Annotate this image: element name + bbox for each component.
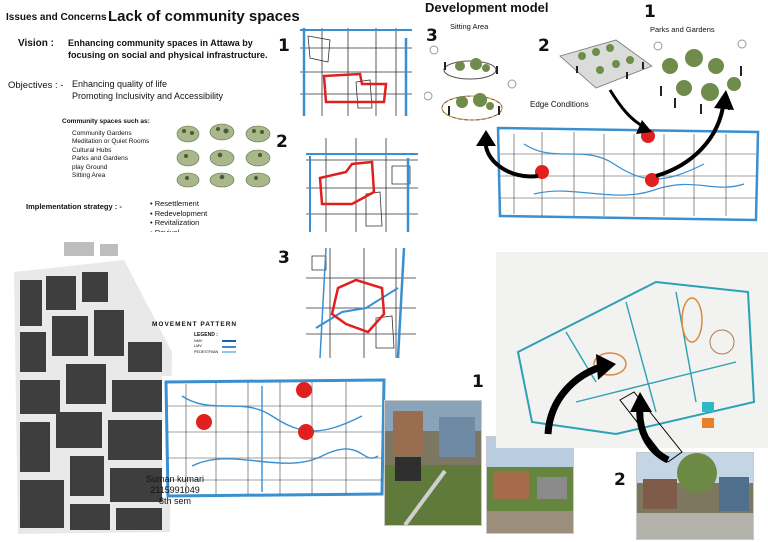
development-map [494, 124, 762, 224]
legend-title: LEGEND : [194, 332, 218, 338]
legend-swatch [222, 345, 236, 348]
site-number-1: 1 [278, 36, 290, 56]
legend-swatch [222, 351, 236, 354]
parks-gardens-label: Parks and Gardens [650, 25, 715, 34]
community-space-item: Parks and Gardens [72, 155, 129, 163]
implementation-label: Implementation strategy : - [26, 202, 122, 211]
sketch-arrows [544, 354, 683, 464]
objectives-list: Enhancing quality of life Promoting Incl… [72, 78, 223, 102]
site-map-3 [306, 248, 416, 358]
site-photo-2 [486, 436, 574, 534]
vision-text: Enhancing community spaces in Attawa by … [68, 38, 268, 60]
implementation-item: Resettlement [150, 199, 207, 209]
lack-title: Lack of community spaces [108, 8, 300, 25]
figure-ground-map [4, 232, 180, 536]
site-photo-1 [384, 400, 482, 526]
movement-pattern-title: MOVEMENT PATTERN [152, 321, 238, 328]
community-spaces-illustration [176, 123, 271, 188]
community-space-item: Community Gardens [72, 130, 132, 137]
student-semester: 8th sem [159, 496, 192, 506]
sitting-area-label: Sitting Area [450, 22, 489, 31]
site-number-3: 3 [278, 248, 290, 268]
community-space-item: play Ground [72, 163, 108, 171]
objectives-label: Objectives : - [8, 80, 64, 91]
dev-number-1: 1 [644, 2, 656, 22]
legend-row-lmv: LMV [180, 344, 236, 350]
site-map-2 [306, 138, 418, 232]
site-number-2: 2 [276, 132, 288, 152]
site-map-1 [300, 28, 412, 116]
implementation-item: Revitalization [150, 218, 207, 228]
community-space-item: Meditation or Quiet Rooms [72, 138, 150, 146]
parks-gardens-illustration [653, 39, 747, 114]
edge-conditions-illustration [559, 39, 653, 89]
legend-row-nmv: NMV [180, 339, 236, 345]
community-space-item: Cultural Hubs [72, 146, 112, 154]
implementation-item: Redevelopment [150, 209, 208, 219]
community-spaces-title: Community spaces such as: [62, 118, 150, 125]
credits: Suman kumari 2115991049 8th sem [146, 474, 204, 507]
dev-number-3: 3 [426, 26, 438, 46]
sketch-number-2: 2 [614, 470, 626, 490]
student-roll: 2115991049 [150, 485, 200, 495]
legend-swatch [222, 340, 236, 343]
edge-conditions-label: Edge Conditions [530, 100, 589, 109]
objective-item: Enhancing quality of life [72, 79, 168, 89]
student-name: Suman kumari [146, 474, 205, 484]
development-arrows [476, 89, 734, 179]
movement-map [162, 376, 388, 500]
sitting-area-illustration [424, 45, 517, 121]
site-photo-3 [636, 452, 754, 540]
legend-row-pedestrian: PEDESTRIAN [180, 350, 236, 356]
development-model-title: Development model [425, 0, 549, 15]
community-spaces-list: Community Gardens Meditation or Quiet Ro… [72, 130, 149, 180]
legend-label: PEDESTRIAN [194, 349, 219, 354]
sketch-number-1: 1 [472, 372, 484, 392]
issues-title: Issues and Concerns [6, 12, 107, 23]
movement-legend: LEGEND : NMV LMV PEDESTRIAN [180, 332, 236, 356]
legend-label: NMV [194, 338, 203, 343]
legend-label: LMV [194, 344, 202, 348]
dev-number-2: 2 [538, 36, 550, 56]
objective-item: Promoting Inclusivity and Accessibility [72, 91, 224, 101]
vision-label: Vision : [18, 38, 54, 49]
community-space-item: Sitting Area [72, 172, 106, 180]
